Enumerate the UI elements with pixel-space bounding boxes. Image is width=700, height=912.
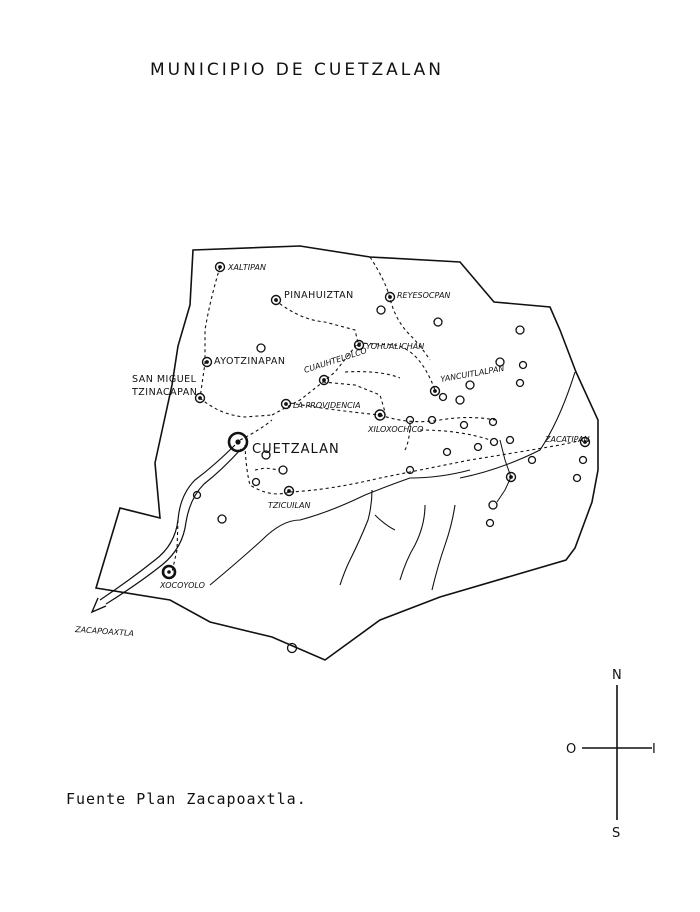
labeled-settlements <box>194 261 591 497</box>
label-la-providencia: LA PROVIDENCIA <box>293 401 361 410</box>
label-tzicuilan: TZICUILAN <box>268 501 310 510</box>
river-center-2 <box>399 504 426 581</box>
map-title: MUNICIPIO DE CUETZALAN <box>150 60 444 80</box>
compass-west: O <box>566 742 576 757</box>
label-zacatipan: ZACATIPAN <box>544 435 590 444</box>
river-branch <box>374 514 396 531</box>
compass-east: I <box>652 742 656 757</box>
source-note: Fuente Plan Zacapoaxtla. <box>66 790 307 808</box>
compass-south: S <box>612 826 620 841</box>
label-san-miguel-2: TZINACAPAN <box>131 387 197 398</box>
zacatipan-link <box>496 439 512 503</box>
arrow-head <box>90 597 107 614</box>
compass-rose: N S O I <box>566 668 656 841</box>
cuetzalan-marker <box>227 431 249 453</box>
river-center-1 <box>339 489 373 586</box>
municipality-boundary <box>94 245 599 661</box>
river-center-3 <box>431 504 456 591</box>
label-san-miguel-1: SAN MIGUEL <box>132 374 197 385</box>
xocoyolo-marker <box>161 564 177 580</box>
minor-settlements <box>192 305 588 654</box>
label-ayotzinapan: AYOTZINAPAN <box>214 356 285 367</box>
label-cuauhtelolco: CUAUHTELOLCO <box>303 346 368 375</box>
label-reyesocpan: REYESOCPAN <box>397 291 450 300</box>
label-zacapoaxtla: ZACAPOAXTLA <box>74 625 134 638</box>
label-xaltipan: XALTIPAN <box>227 263 266 272</box>
label-yancuitlalpan: YANCUITLALPAN <box>440 364 505 384</box>
label-cuetzalan: CUETZALAN <box>252 442 340 457</box>
label-xiloxochico: XILOXOCHICO <box>367 425 423 434</box>
river-east <box>459 371 576 479</box>
label-xocoyolo: XOCOYOLO <box>159 581 205 590</box>
label-pinahuiztan: PINAHUIZTAN <box>284 290 354 301</box>
label-yohualichan: YOHUALICHAN <box>366 342 424 351</box>
compass-north: N <box>612 668 622 683</box>
trails <box>171 256 584 573</box>
river-west <box>209 469 471 586</box>
highway-right <box>105 448 242 605</box>
